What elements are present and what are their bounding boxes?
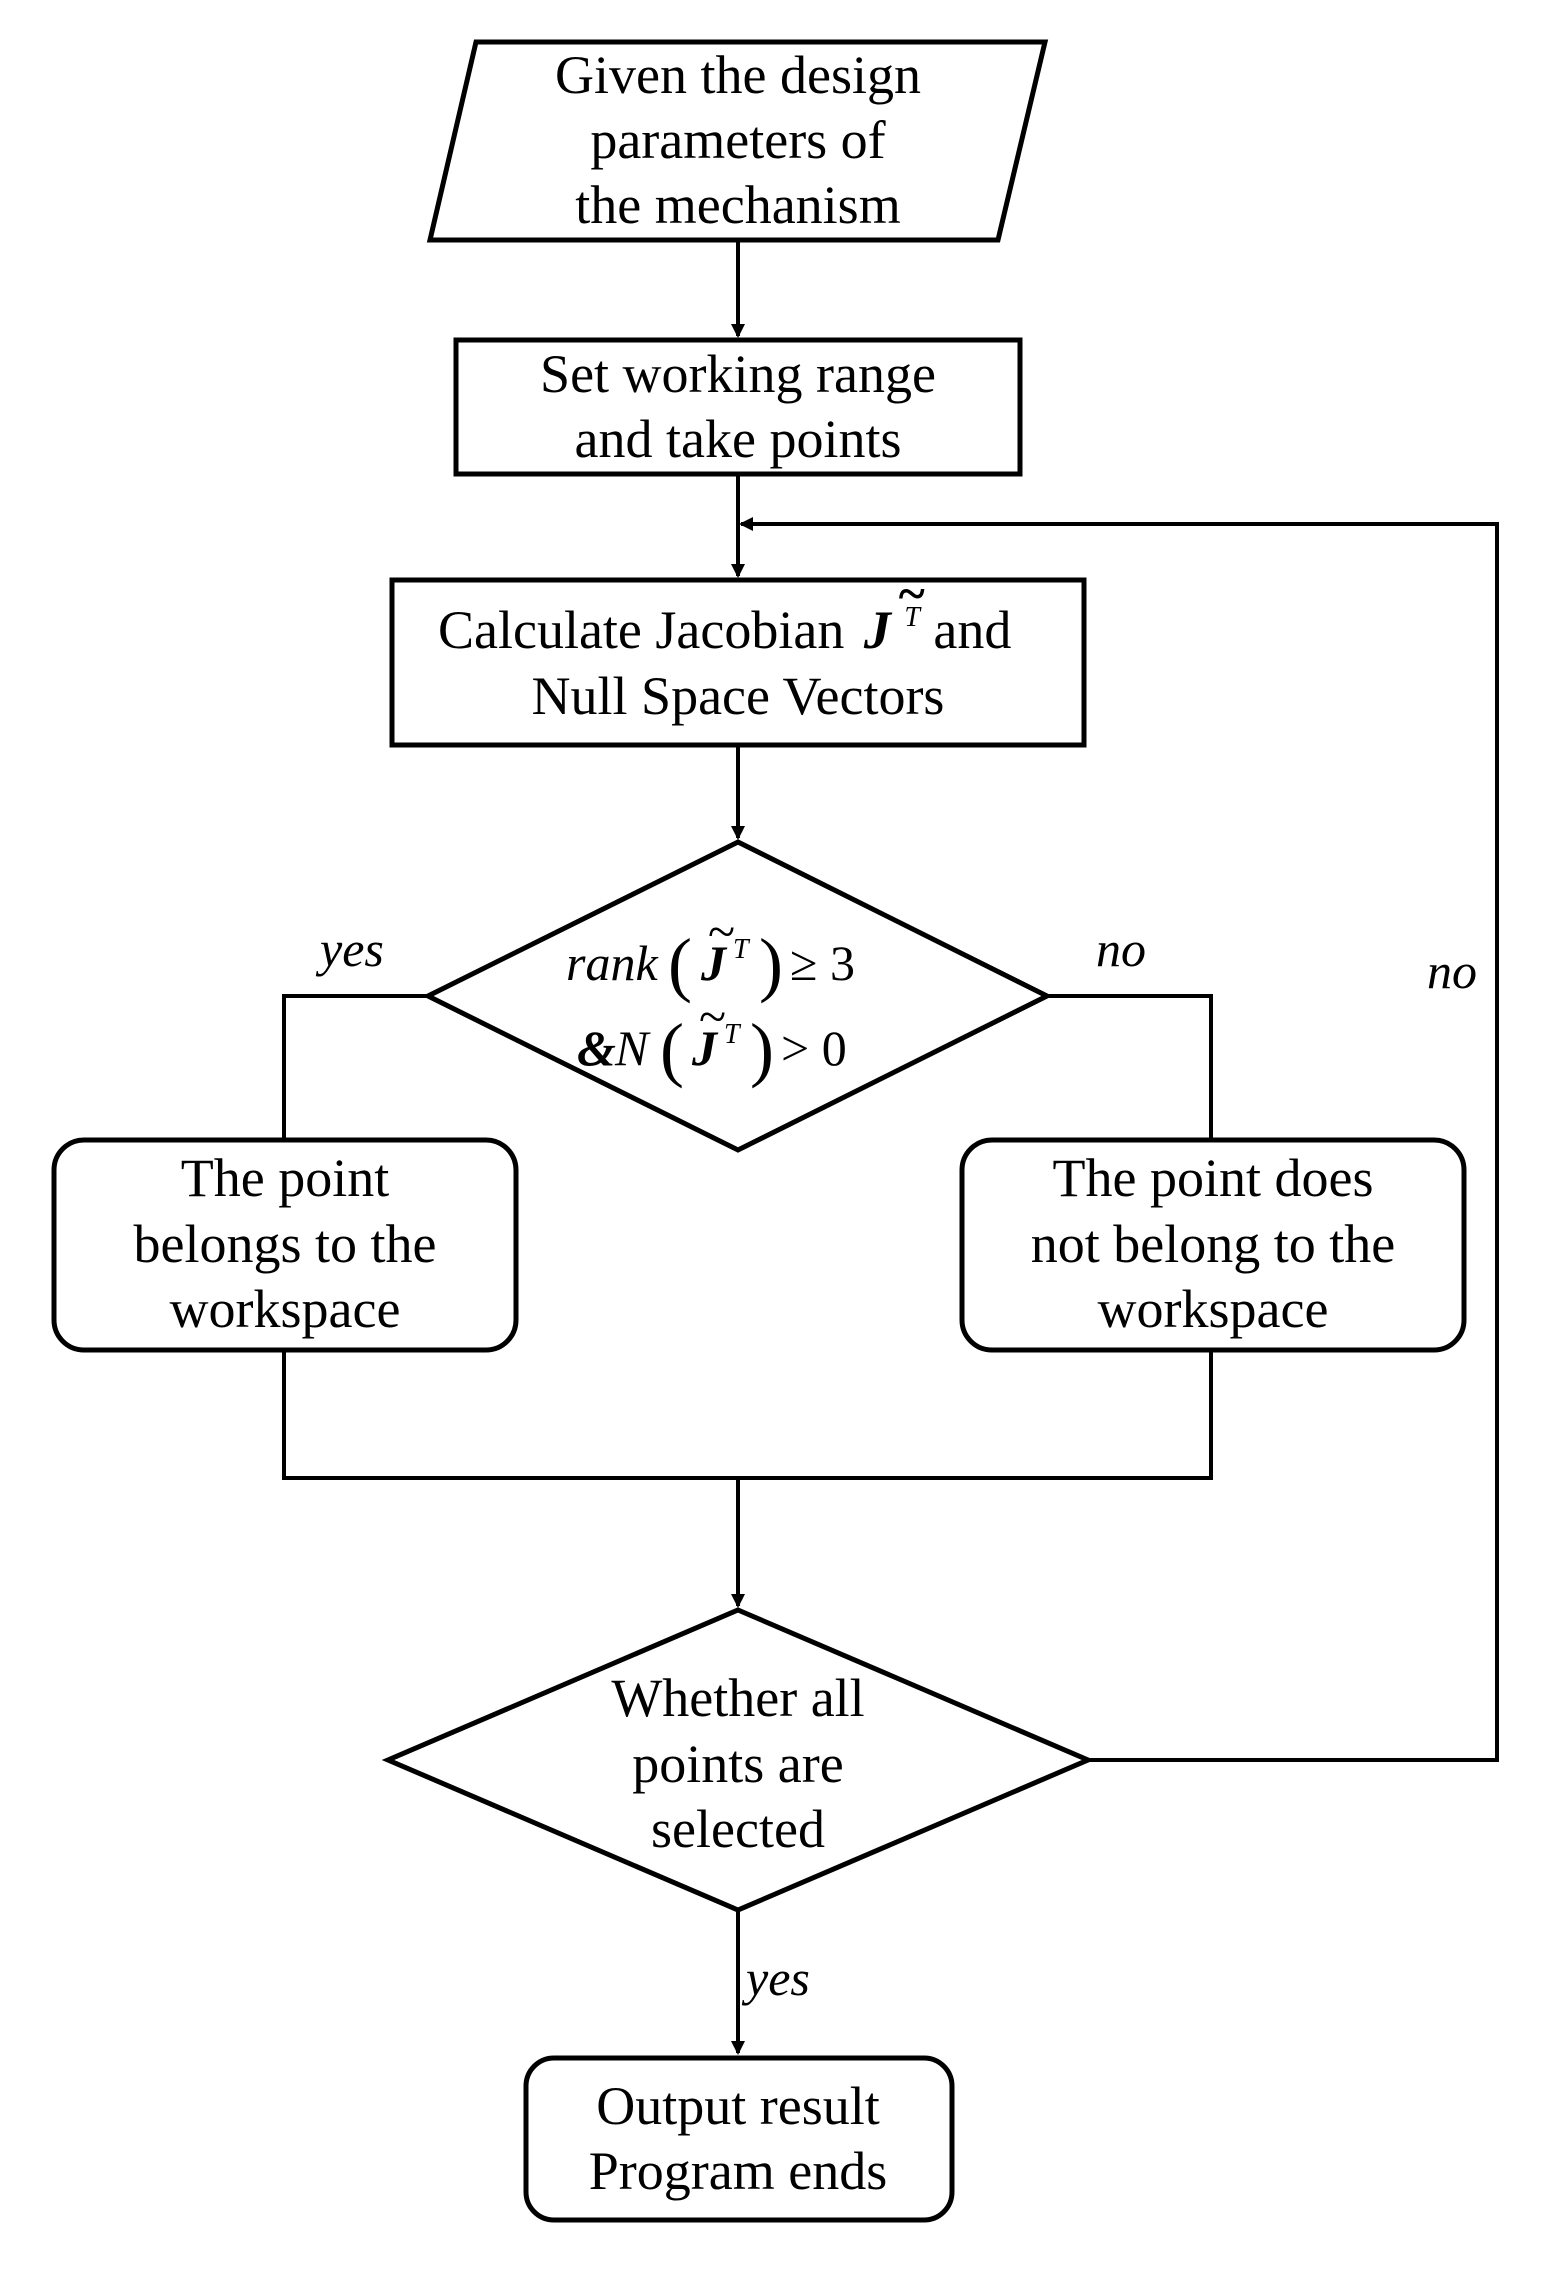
all-selected-diamond: [381, 1607, 1095, 1913]
calculate-node: Calculate Jacobian J T and ~ Null Space …: [389, 565, 1087, 748]
null-paren-open: (: [660, 1009, 684, 1089]
not-belongs-line-1: The point does: [1053, 1148, 1374, 1208]
rank-tilde: ~: [708, 903, 735, 959]
edge-label-rank-no: no: [1096, 921, 1146, 977]
null-tilde: ~: [699, 988, 726, 1044]
belongs-line-3: workspace: [170, 1279, 401, 1339]
rank-relation: ≥ 3: [790, 935, 855, 991]
calculate-suffix: and: [933, 600, 1011, 660]
input-line-1: Given the design: [555, 45, 921, 105]
input-line-3: the mechanism: [575, 175, 900, 235]
output-box: [523, 2055, 955, 2223]
input-node: Given the design parameters of the mecha…: [426, 39, 1049, 243]
belongs-node: The point belongs to the workspace: [51, 1137, 519, 1353]
line-belongs-merge: [282, 1350, 1213, 1480]
not-belongs-node: The point does not belong to the workspa…: [959, 1137, 1467, 1353]
rank-decision-diamond: [422, 839, 1053, 1153]
null-relation: > 0: [781, 1020, 847, 1076]
edge-label-all-yes: yes: [741, 1950, 810, 2006]
connectors: [282, 240, 1499, 2055]
all-selected-line-2: points are: [632, 1734, 843, 1794]
calculate-superscript: T: [904, 602, 922, 633]
null-paren-close: ): [750, 1009, 774, 1089]
belongs-line-1: The point: [181, 1148, 389, 1208]
set-range-node: Set working range and take points: [453, 337, 1023, 477]
rank-word: rank: [566, 935, 658, 991]
rank-jacobian-symbol: J: [700, 935, 728, 991]
null-ampersand: &: [577, 1020, 616, 1076]
set-range-line-2: and take points: [575, 409, 902, 469]
null-jacobian-symbol: J: [691, 1020, 719, 1076]
belongs-line-2: belongs to the: [134, 1214, 437, 1274]
input-line-2: parameters of: [590, 110, 885, 170]
output-line-1: Output result: [596, 2076, 879, 2136]
calculate-prefix: Calculate Jacobian: [438, 600, 844, 660]
rank-superscript: T: [733, 934, 751, 965]
all-selected-line-3: selected: [651, 1799, 825, 1859]
calculate-tilde: ~: [897, 565, 926, 621]
rank-decision-node: rank ( J ~ T ) ≥ 3 & N ( J ~ T ) > 0: [422, 839, 1053, 1153]
calculate-line-2: Null Space Vectors: [532, 666, 945, 726]
calculate-line-1: Calculate Jacobian J T and: [438, 578, 1011, 660]
output-line-2: Program ends: [589, 2141, 887, 2201]
rank-paren-close: ): [759, 924, 783, 1004]
null-function: N: [614, 1020, 651, 1076]
belongs-box: [51, 1137, 519, 1353]
calculate-jacobian-symbol: J: [863, 600, 893, 660]
input-parallelogram: [426, 39, 1049, 243]
line-loop-no: [739, 517, 1499, 1762]
all-selected-line-1: Whether all: [611, 1668, 864, 1728]
output-node: Output result Program ends: [523, 2055, 955, 2223]
set-range-box: [453, 337, 1023, 477]
all-selected-decision-node: Whether all points are selected: [381, 1607, 1095, 1913]
not-belongs-line-2: not belong to the: [1031, 1214, 1395, 1274]
set-range-line-1: Set working range: [540, 344, 936, 404]
not-belongs-line-3: workspace: [1098, 1279, 1329, 1339]
not-belongs-box: [959, 1137, 1467, 1353]
null-superscript: T: [724, 1019, 742, 1050]
edge-label-rank-yes: yes: [315, 921, 384, 977]
edge-label-loop-no: no: [1427, 943, 1477, 999]
line-rank-no: [1047, 994, 1213, 1138]
line-rank-yes: [282, 994, 428, 1138]
rank-paren-open: (: [668, 924, 692, 1004]
calculate-box: [389, 577, 1087, 748]
